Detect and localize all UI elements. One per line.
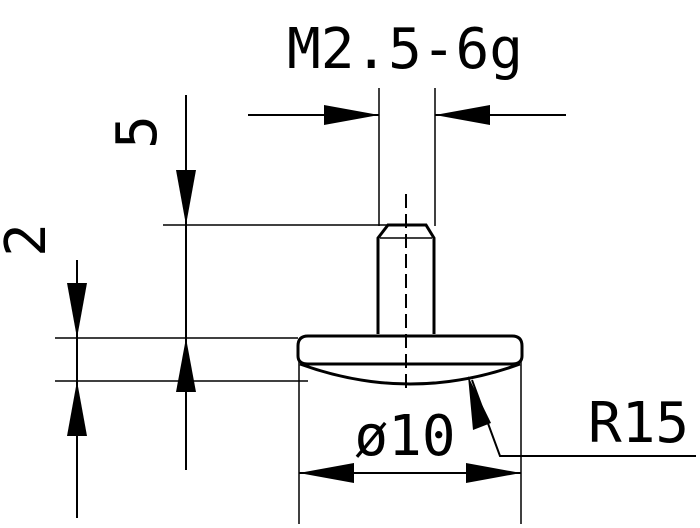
arrowhead-right	[324, 105, 379, 125]
thread-dimension: M2.5-6g	[248, 17, 566, 226]
thread-label: M2.5-6g	[287, 17, 523, 82]
head-collar	[296, 334, 524, 366]
part-outline	[296, 194, 524, 392]
spherical-face	[299, 362, 521, 386]
arrowhead-right	[466, 463, 521, 483]
arrowhead-down	[67, 283, 87, 338]
arrowhead-left	[435, 105, 490, 125]
shank-length-label: 5	[105, 115, 170, 149]
arrowhead-left	[299, 463, 354, 483]
arrowhead-up	[67, 381, 87, 436]
leader-arrowhead	[468, 376, 491, 430]
arrowhead-down	[176, 170, 196, 225]
arrowhead-up	[176, 338, 196, 392]
radius-label: R15	[588, 391, 689, 456]
head-height-label: 2	[0, 223, 59, 257]
shank-length-dimension: 5	[105, 95, 400, 470]
diameter-dimension: ø10	[298, 362, 522, 524]
diameter-label: ø10	[354, 404, 455, 469]
head-height-dimension: 2	[0, 223, 308, 518]
radius-callout: R15	[468, 376, 696, 457]
